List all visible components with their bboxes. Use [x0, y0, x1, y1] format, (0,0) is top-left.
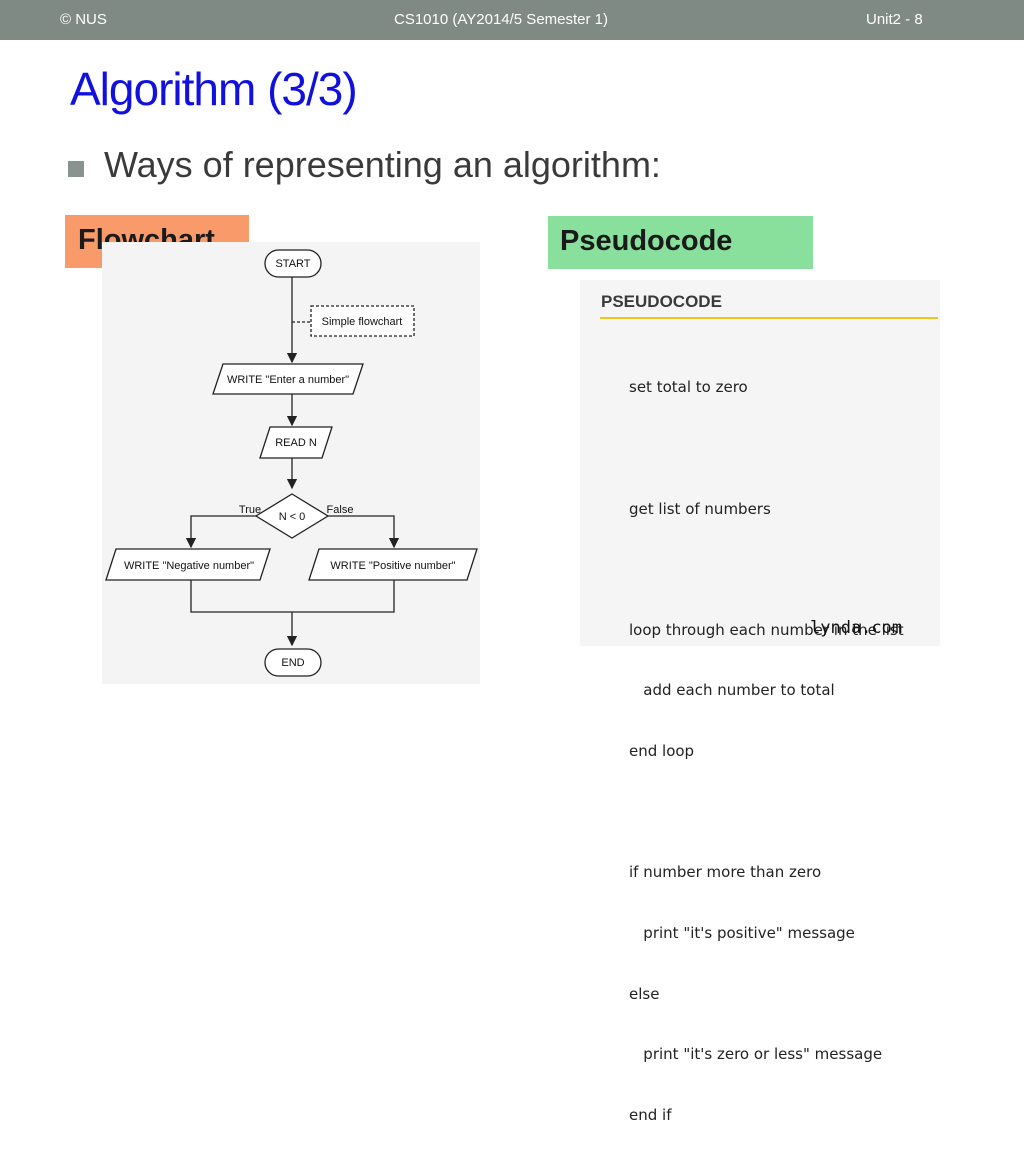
end-text: END	[281, 657, 304, 669]
pseudocode-label: Pseudocode	[548, 216, 813, 269]
pseudocode-line: print "it's positive" message	[629, 923, 855, 942]
pseudocode-line: end if	[629, 1105, 672, 1124]
heading-underline	[600, 317, 938, 319]
pseudocode-line: get list of numbers	[629, 499, 771, 518]
pseudocode-line: print "it's zero or less" message	[629, 1045, 883, 1064]
write-prompt-text: WRITE "Enter a number"	[227, 374, 349, 386]
comment-box	[310, 305, 415, 337]
slide-title: Algorithm (3/3)	[70, 63, 358, 115]
pseudocode-line	[629, 802, 904, 822]
comment-text: Simple flowchart	[322, 316, 403, 328]
bullet-text: Ways of representing an algorithm:	[104, 144, 661, 185]
write-prompt-io	[212, 363, 364, 395]
pseudocode-image: PSEUDOCODE set total to zero get list of…	[580, 280, 940, 1124]
course-title: CS1010 (AY2014/5 Semester 1)	[394, 11, 609, 28]
write-negative-io	[105, 548, 271, 581]
page-number: Unit2 - 8	[866, 11, 923, 28]
write-positive-text: WRITE "Positive number"	[330, 560, 455, 572]
false-branch-connector	[328, 515, 400, 549]
copyright-text: © NUS	[60, 11, 107, 28]
pseudocode-line: add each number to total	[629, 681, 835, 700]
pseudocode-line: else	[629, 984, 660, 1003]
bullet-square-icon	[68, 161, 84, 177]
flowchart-diagram: START Simple flowchart WRITE "Enter a nu…	[102, 242, 480, 684]
pseudocode-line: if number more than zero	[629, 863, 822, 882]
write-positive-io	[308, 548, 478, 581]
slide-header-bar: © NUS CS1010 (AY2014/5 Semester 1) Unit2…	[0, 0, 1024, 40]
true-branch-connector	[185, 515, 256, 549]
read-text: READ N	[275, 437, 317, 449]
pseudocode-line	[629, 559, 904, 579]
false-label: False	[327, 504, 354, 516]
start-text: START	[275, 258, 310, 270]
pseudocode-line	[629, 438, 904, 458]
pseudocode-line: set total to zero	[629, 378, 748, 397]
pseudocode-line: end loop	[629, 742, 695, 761]
write-negative-text: WRITE "Negative number"	[124, 560, 254, 572]
end-terminator	[264, 648, 322, 677]
pseudocode-text: set total to zero get list of numbers lo…	[629, 337, 904, 1165]
read-io	[259, 426, 333, 459]
source-credit: lynda.com	[810, 618, 903, 638]
decision-diamond	[254, 493, 330, 539]
decision-text: N < 0	[279, 511, 306, 523]
start-terminator	[264, 249, 322, 278]
pseudocode-heading: PSEUDOCODE	[601, 292, 722, 311]
pseudocode-line: loop through each number in the list	[629, 620, 904, 639]
merge-connector	[190, 580, 395, 613]
true-label: True	[239, 504, 261, 516]
